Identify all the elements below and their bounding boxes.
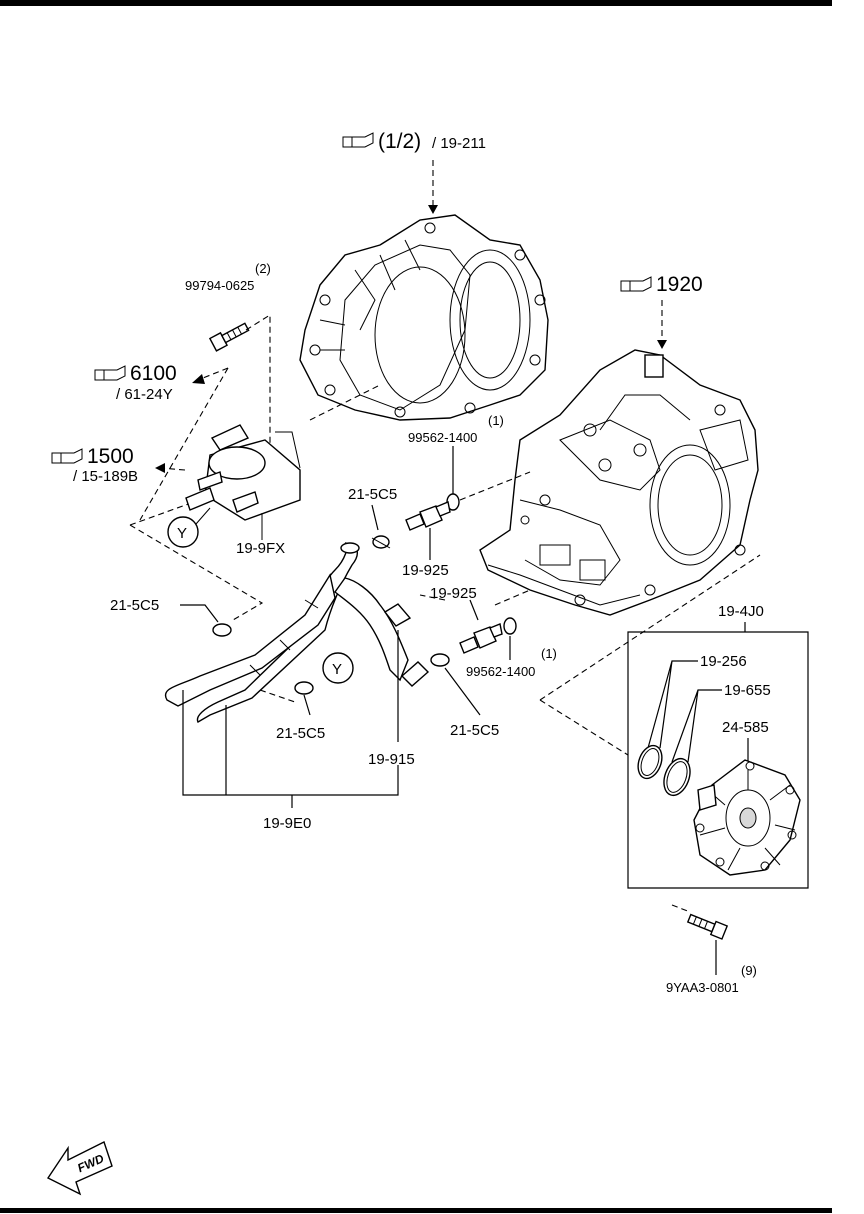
- oil-cooler[interactable]: 19-9FX: [185, 424, 301, 557]
- connector-mid-label: 19-925: [430, 585, 477, 602]
- connection-mark-label: Y: [332, 661, 342, 678]
- arrowhead: [428, 205, 438, 214]
- hose-19-915[interactable]: 19-915: [368, 603, 415, 768]
- ref-main: (1/2): [378, 130, 421, 153]
- transaxle-case[interactable]: [479, 349, 759, 616]
- ref-sub: / 61-24Y: [116, 386, 173, 403]
- top-border: [0, 0, 832, 6]
- reference-book-icon: [342, 132, 374, 148]
- bolt-bottom-qty: (9): [741, 963, 757, 978]
- ref-callout-6100[interactable]: 6100 / 61-24Y: [94, 362, 177, 403]
- cover-dash: [539, 554, 761, 701]
- transaxle-case-half[interactable]: [299, 214, 549, 421]
- ref-callout-half[interactable]: (1/2) / 19-211: [342, 130, 486, 153]
- clamp-top-label: 21-5C5: [348, 486, 397, 503]
- ref-callout-1920[interactable]: 1920: [620, 273, 703, 296]
- connector-dash: [419, 594, 446, 601]
- oring-19-655[interactable]: 19-655: [659, 682, 771, 799]
- hose-assy-bracket: [182, 690, 399, 808]
- washer-top-qty: (1): [488, 413, 504, 428]
- ref-main: 6100: [130, 362, 177, 385]
- fwd-arrow-icon: FWD: [46, 1141, 113, 1196]
- bolt-icon: [686, 913, 729, 940]
- hose-19915-label: 19-915: [368, 751, 415, 768]
- hose-assembly[interactable]: [164, 542, 430, 723]
- arrowhead: [192, 374, 205, 384]
- arrowhead: [155, 463, 165, 473]
- oring-19-256[interactable]: 19-256: [634, 653, 747, 782]
- oil-cooler-label: 19-9FX: [236, 540, 285, 557]
- cover-24-585[interactable]: 24-585: [693, 719, 801, 876]
- reference-book-icon: [94, 365, 126, 381]
- washer-mid-part: 99562-1400: [466, 664, 535, 679]
- leader-line: [195, 507, 211, 525]
- bolt-icon: [208, 322, 250, 352]
- clamp-center-label: 21-5C5: [276, 725, 325, 742]
- washer-dash: [459, 471, 531, 501]
- bolt-top-leader: [245, 314, 271, 455]
- connector-mid[interactable]: 19-925: [430, 585, 503, 654]
- cooler-dash: [129, 524, 264, 621]
- reference-book-icon: [51, 448, 83, 464]
- washer-mid-qty: (1): [541, 646, 557, 661]
- ref-callout-1500[interactable]: 1500 / 15-189B: [51, 445, 138, 485]
- cover-assy-label: 19-4J0: [718, 603, 764, 620]
- bolt-top-qty: (2): [255, 261, 271, 276]
- washer-dash: [494, 589, 531, 606]
- hose-dash: [259, 689, 296, 703]
- washer-top-part: 99562-1400: [408, 430, 477, 445]
- bottom-border: [0, 1208, 832, 1213]
- case-dash: [309, 384, 381, 421]
- washer-top[interactable]: (1) 99562-1400: [408, 413, 504, 511]
- bolt-top-part: 99794-0625: [185, 278, 254, 293]
- connector-top[interactable]: 19-925: [402, 501, 451, 579]
- oring-2-label: 19-655: [724, 682, 771, 699]
- ref-leader: [197, 367, 229, 381]
- clamp-right-label: 21-5C5: [450, 722, 499, 739]
- reference-book-icon: [620, 276, 652, 292]
- cover-assembly[interactable]: 19-4J0: [627, 603, 809, 889]
- bolt-dash: [671, 904, 691, 913]
- ref-main: 1500: [87, 445, 134, 468]
- oring-1-label: 19-256: [700, 653, 747, 670]
- connection-mark-label: Y: [177, 525, 187, 542]
- arrowhead: [657, 340, 667, 349]
- cooler-dash: [129, 497, 206, 526]
- ref-sub: / 15-189B: [73, 468, 138, 485]
- clamp-left-label: 21-5C5: [110, 597, 159, 614]
- cover-label: 24-585: [722, 719, 769, 736]
- washer-mid[interactable]: (1) 99562-1400: [466, 617, 557, 679]
- bolt-bottom-part: 9YAA3-0801: [666, 980, 739, 995]
- connector-top-label: 19-925: [402, 562, 449, 579]
- bolt-top[interactable]: (2) 99794-0625: [185, 261, 271, 352]
- connection-mark-y2: Y: [322, 652, 354, 684]
- ref-main: 1920: [656, 273, 703, 296]
- bolt-bottom[interactable]: (9) 9YAA3-0801: [666, 912, 757, 995]
- clamp-top[interactable]: 21-5C5: [348, 486, 397, 549]
- connection-mark-y: Y: [167, 516, 199, 548]
- hose-assy-label: 19-9E0: [263, 815, 311, 832]
- cover-dash: [539, 699, 629, 756]
- clamp-right[interactable]: 21-5C5: [430, 653, 499, 739]
- clamp-center[interactable]: 21-5C5: [276, 681, 325, 742]
- ref-sub: / 19-211: [432, 135, 486, 152]
- clamp-left[interactable]: 21-5C5: [110, 597, 232, 637]
